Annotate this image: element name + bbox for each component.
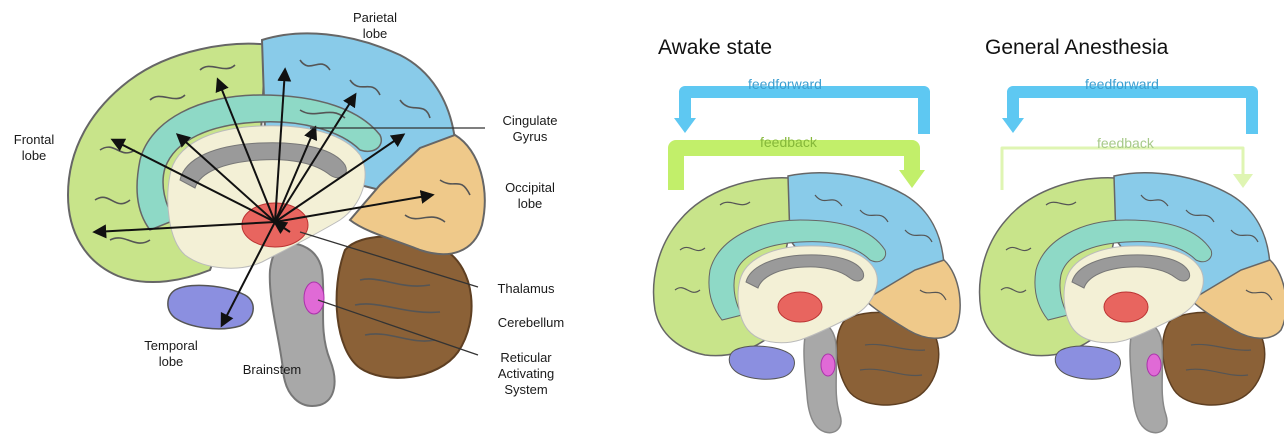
brain-awake (654, 173, 961, 433)
anesthesia-feedback-label: feedback (1097, 135, 1154, 151)
anesthesia-feedforward-label: feedforward (1085, 76, 1159, 92)
awake-feedforward-arrow (674, 92, 924, 134)
awake-feedforward-label: feedforward (748, 76, 822, 92)
brain-anesthesia (980, 173, 1284, 433)
anesthesia-feedforward-arrow (1002, 92, 1252, 134)
awake-feedback-label: feedback (760, 134, 817, 150)
